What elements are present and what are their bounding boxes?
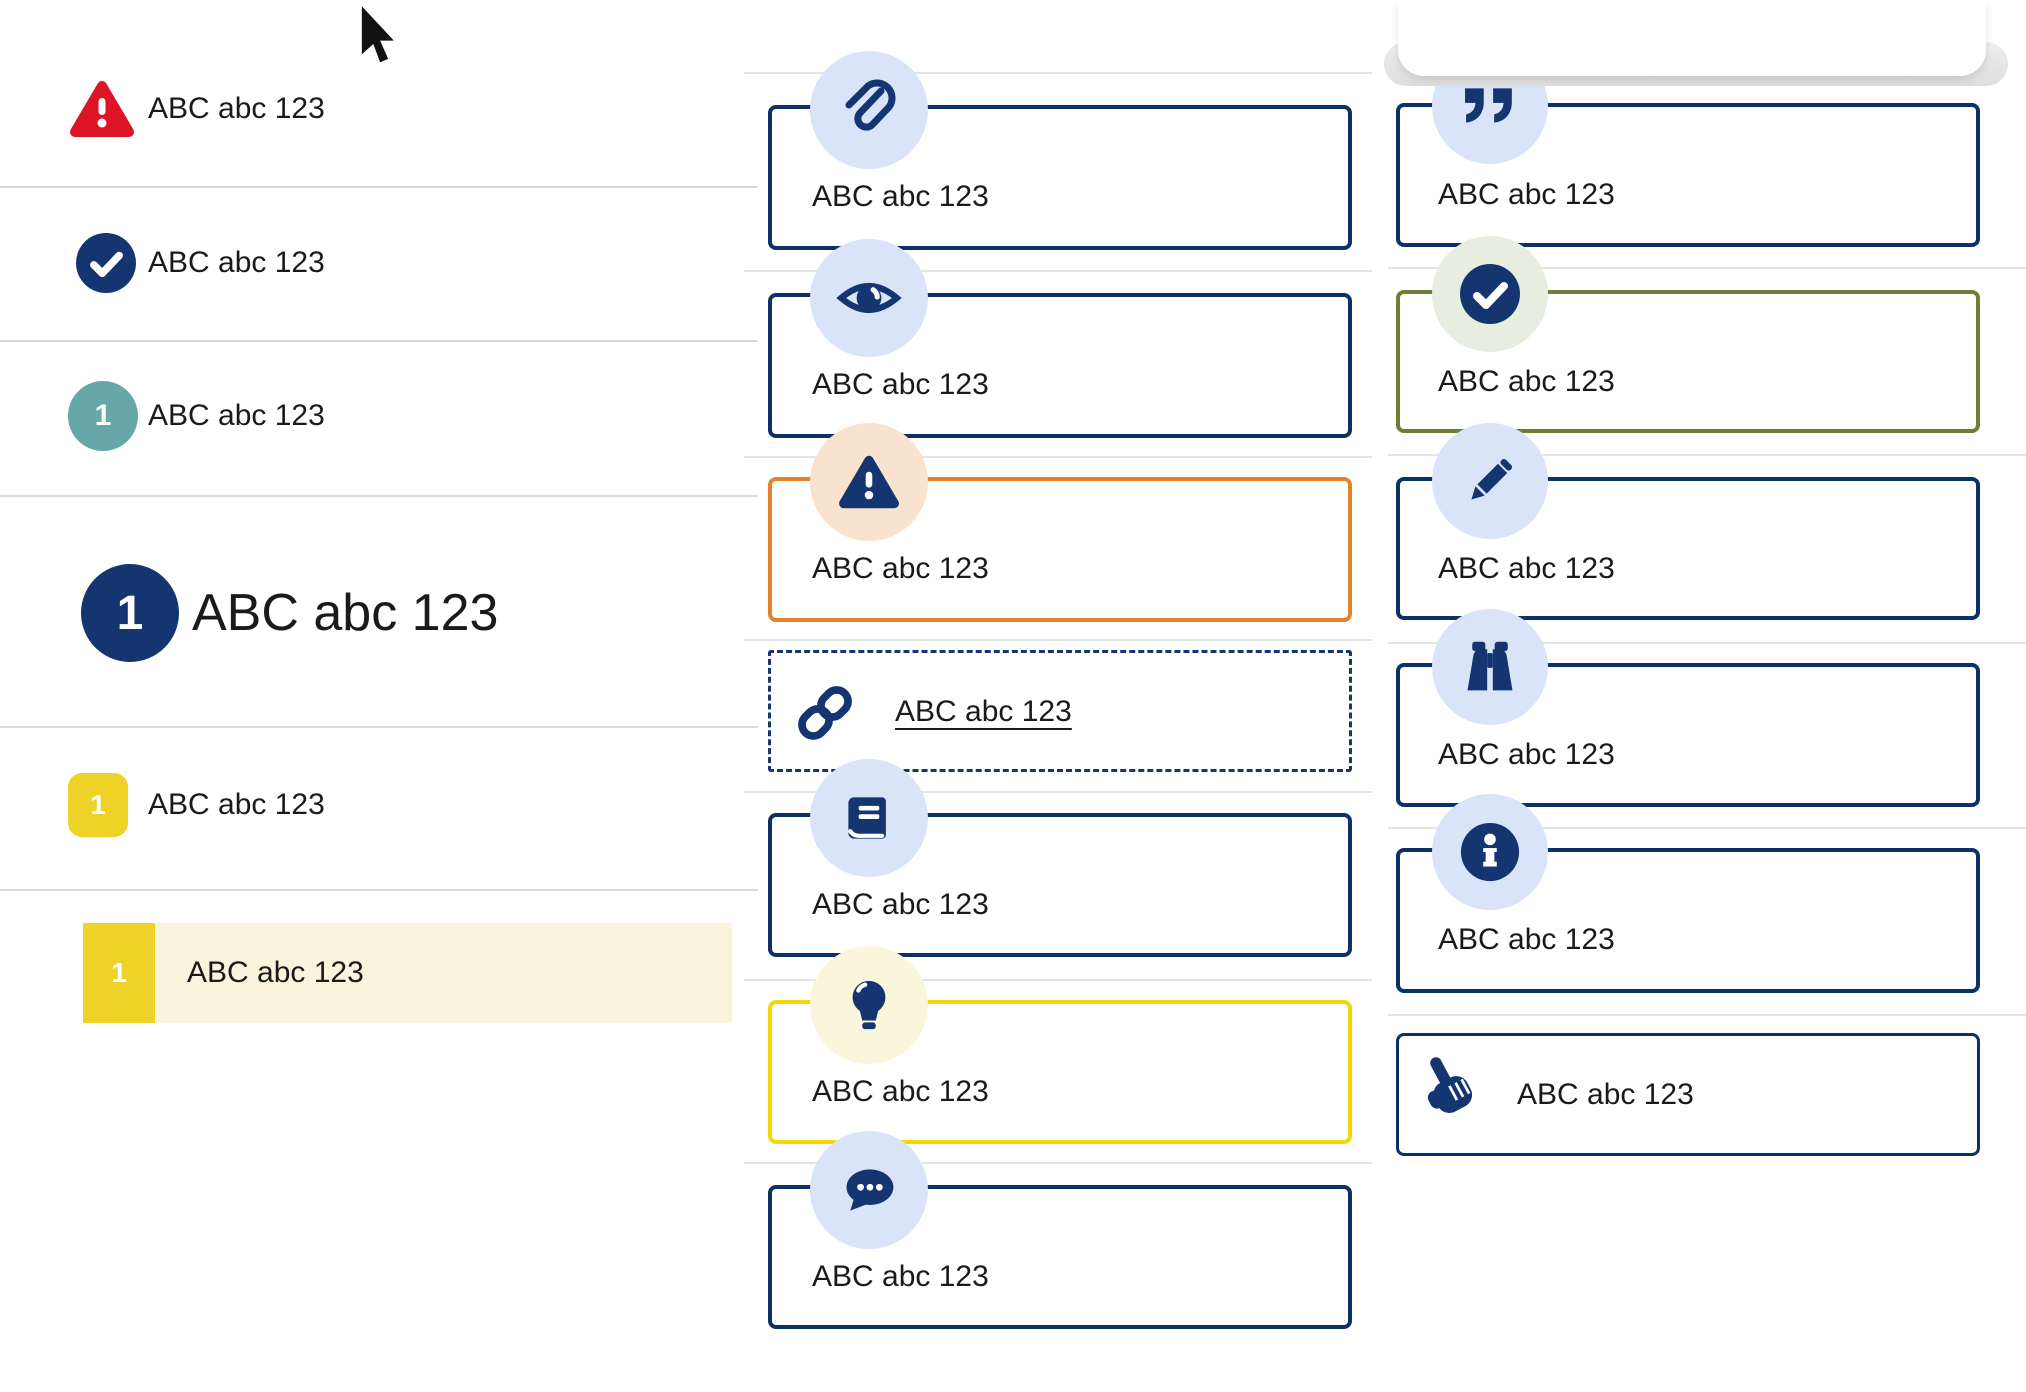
yellow-number-badge-selected: 1 [83, 923, 155, 1023]
binoculars-icon [1432, 609, 1548, 725]
large-navy-number-badge: 1 [81, 564, 179, 662]
callout-label: ABC abc 123 [812, 368, 989, 401]
divider [0, 495, 758, 497]
callout-label: ABC abc 123 [812, 1260, 989, 1293]
link-text[interactable]: ABC abc 123 [895, 695, 1072, 728]
callout-label: ABC abc 123 [1517, 1078, 1694, 1111]
divider [744, 791, 1372, 793]
divider [1388, 1014, 2026, 1016]
chat-icon [810, 1131, 928, 1249]
callout-label: ABC abc 123 [812, 180, 989, 213]
check-circle-icon [1432, 236, 1548, 352]
divider [1388, 454, 2026, 456]
divider [744, 1162, 1372, 1164]
divider [744, 979, 1372, 981]
info-icon [1432, 794, 1548, 910]
link-icon [792, 680, 858, 746]
callout-info [1396, 848, 1980, 993]
callout-label: ABC abc 123 [1438, 923, 1615, 956]
list-item-label: ABC abc 123 [148, 788, 325, 821]
callout-label: ABC abc 123 [1438, 738, 1615, 771]
popover-panel [1398, 0, 1986, 76]
book-icon [810, 759, 928, 877]
warning-triangle-icon [810, 423, 928, 541]
callout-action [1396, 1033, 1980, 1156]
mouse-cursor-icon [358, 4, 400, 68]
callout-label: ABC abc 123 [1438, 178, 1615, 211]
divider [0, 889, 758, 891]
list-item-label: ABC abc 123 [148, 399, 325, 432]
selected-row-highlight [83, 923, 732, 1023]
hand-pointer-icon [1412, 1052, 1486, 1128]
divider [1388, 827, 2026, 829]
list-item-label: ABC abc 123 [187, 956, 364, 989]
divider [0, 726, 758, 728]
divider [1388, 267, 2026, 269]
list-item-label: ABC abc 123 [148, 246, 325, 279]
callout-label: ABC abc 123 [1438, 365, 1615, 398]
callout-label: ABC abc 123 [812, 888, 989, 921]
divider [744, 270, 1372, 272]
list-item-label: ABC abc 123 [148, 92, 325, 125]
divider [0, 186, 758, 188]
yellow-number-badge: 1 [68, 773, 128, 837]
divider [0, 340, 758, 342]
list-item-label: ABC abc 123 [192, 584, 499, 642]
teal-number-badge: 1 [68, 381, 138, 451]
callout-label: ABC abc 123 [812, 1075, 989, 1108]
pencil-icon [1432, 423, 1548, 539]
callout-link[interactable] [768, 650, 1352, 772]
divider [744, 456, 1372, 458]
alert-triangle-icon [70, 78, 134, 140]
lightbulb-icon [810, 946, 928, 1064]
callout-label: ABC abc 123 [812, 552, 989, 585]
divider [1388, 642, 2026, 644]
callout-label: ABC abc 123 [1438, 552, 1615, 585]
check-circle-icon [76, 233, 136, 293]
paperclip-icon [810, 51, 928, 169]
divider [744, 72, 1372, 74]
divider [744, 639, 1372, 641]
eye-icon [810, 239, 928, 357]
